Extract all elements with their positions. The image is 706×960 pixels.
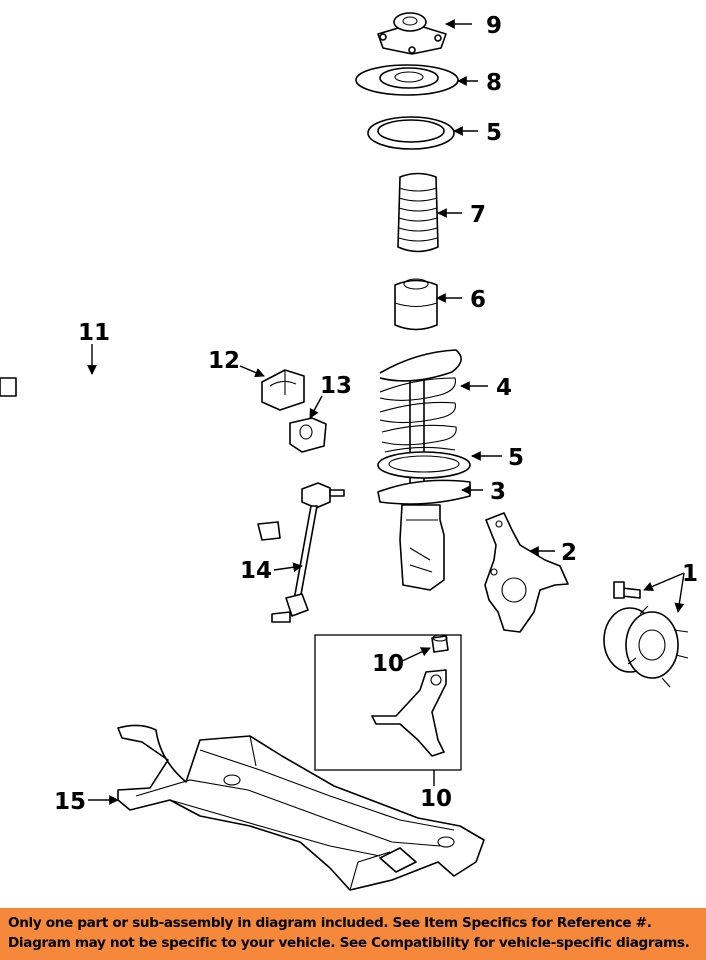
strut-assembly-part [377,479,471,591]
callout-8: 8 [486,70,502,96]
crossmember-part [117,724,485,891]
wheel-hub-part [603,581,689,688]
callout-7: 7 [470,202,486,228]
stabilizer-link-part [271,482,345,623]
callout-15: 14 [240,558,272,584]
leader-lines [87,19,685,805]
stabilizer-bar-part [0,377,281,541]
stabilizer-bracket-part [261,369,305,411]
callout-12: 11 [78,320,110,346]
callout-1: 1 [682,561,698,587]
upper-spring-insulator-part [367,116,455,150]
callout-9: 9 [486,13,502,39]
disclaimer-line-2: Diagram may not be specific to your vehi… [8,935,690,951]
bump-stop-part [394,278,438,331]
lower-control-arm-box [314,634,462,771]
callout-4: 4 [496,375,512,401]
steering-knuckle-part [484,512,569,633]
callout-3: 3 [490,479,506,505]
disclaimer-banner: Only one part or sub-assembly in diagram… [0,908,706,960]
callout-16: 15 [54,789,86,815]
disclaimer-line-1: Only one part or sub-assembly in diagram… [8,915,652,931]
callout-10: 10 [420,786,452,812]
callout-5-upper: 5 [486,120,502,146]
callout-6: 6 [470,287,486,313]
lower-spring-insulator-part [377,451,471,479]
dust-boot-part [397,172,439,253]
callout-11: 10 [372,651,404,677]
suspension-exploded-diagram: 9 8 5 7 6 4 5 3 2 1 11 12 13 14 10 10 15 [0,12,698,891]
stabilizer-bushing-part [289,417,327,453]
callout-2: 2 [561,540,577,566]
callout-13: 12 [208,348,240,374]
callout-14: 13 [320,373,352,399]
strut-bearing-part [355,64,459,96]
callout-5-lower: 5 [508,445,524,471]
strut-mount-part [377,12,447,55]
